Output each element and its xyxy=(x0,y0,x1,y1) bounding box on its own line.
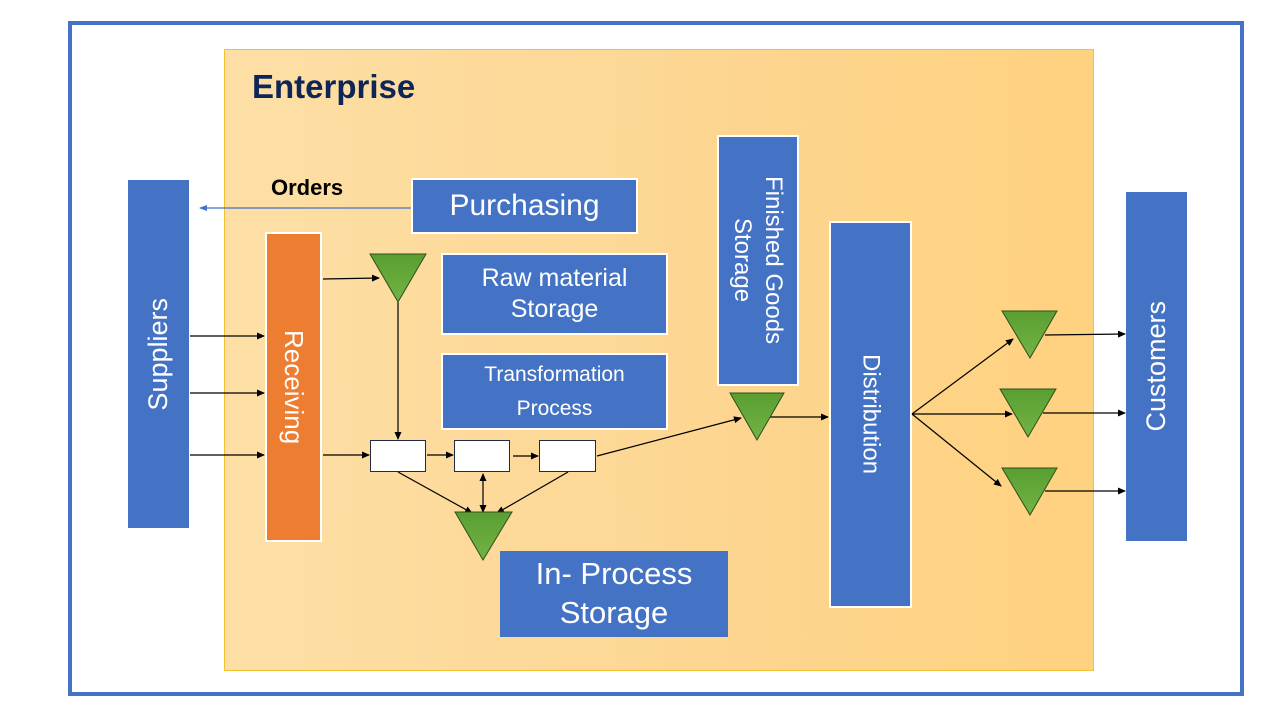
distribution-inventory-3-triangle-icon xyxy=(1001,467,1058,516)
raw-material-storage-label: Raw material Storage xyxy=(481,263,628,323)
purchasing-node: Purchasing xyxy=(411,178,638,234)
transformation-process-label: Transformation Process xyxy=(484,362,625,420)
inventory1-to-customers-arrow xyxy=(1044,330,1126,338)
raw-material-storage-node: Raw material Storage xyxy=(441,253,668,335)
step3-to-finished-inventory-arrow xyxy=(596,416,742,457)
raw-material-inventory-triangle-icon xyxy=(369,253,427,303)
distribution-inventory-2-triangle-icon xyxy=(999,388,1057,438)
enterprise-title: Enterprise xyxy=(252,68,416,105)
finished-goods-inventory-triangle-icon xyxy=(729,392,785,442)
receiving-to-raw-inventory-arrow xyxy=(322,274,380,282)
distribution-label: Distribution xyxy=(857,354,885,475)
receiving-node: Receiving xyxy=(265,232,322,542)
receiving-label: Receiving xyxy=(278,329,309,445)
distribution-inventory-1-triangle-icon xyxy=(1001,310,1058,359)
distribution-to-inventory1-arrow xyxy=(911,338,1014,415)
finished-goods-storage-node: Finished Goods Storage xyxy=(717,135,799,386)
suppliers-node: Suppliers xyxy=(128,180,189,528)
step3-to-wip-inventory-arrow xyxy=(496,471,569,514)
process-step-3 xyxy=(539,440,596,472)
orders-label: Orders xyxy=(271,175,344,200)
purchasing-label: Purchasing xyxy=(449,189,600,223)
distribution-to-inventory3-arrow xyxy=(911,413,1002,487)
process-step-1 xyxy=(370,440,426,472)
finished-goods-storage-label: Finished Goods Storage xyxy=(729,176,788,345)
step1-to-wip-inventory-arrow xyxy=(397,471,473,514)
outer-frame xyxy=(68,21,1244,696)
in-process-storage-label: In- Process Storage xyxy=(535,556,693,630)
transformation-process-node: Transformation Process xyxy=(441,353,668,430)
distribution-node: Distribution xyxy=(829,221,912,608)
in-process-inventory-triangle-icon xyxy=(454,511,513,561)
in-process-storage-node: In- Process Storage xyxy=(500,551,728,637)
customers-node: Customers xyxy=(1126,192,1187,541)
process-step-2 xyxy=(454,440,510,472)
